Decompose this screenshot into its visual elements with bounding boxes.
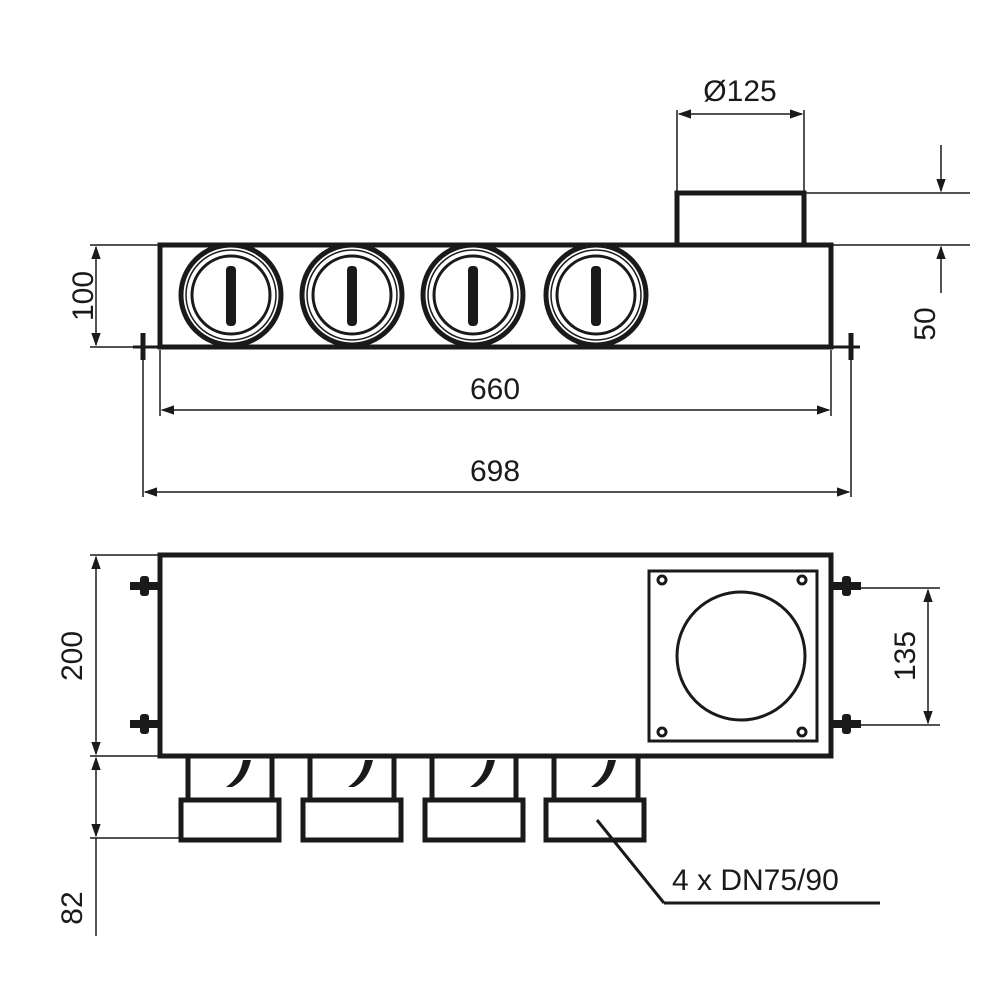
damper-blade-icon [591,266,601,326]
top-view-collar [674,190,807,245]
damper-blade-icon [226,266,236,326]
bracket-left-bottom [130,714,160,734]
dim-bottom-depth: 200 [56,554,188,757]
damper-lever-icon [591,760,616,787]
screw-hole-icon [656,574,668,586]
screw-hole-icon [796,726,808,738]
outlet-spigot-3 [422,756,526,843]
dim-label-660: 660 [470,373,520,406]
dim-label-200: 200 [56,631,89,681]
plan-view-box [157,552,834,759]
outlet-port-3 [420,242,526,348]
dim-inner-length: 660 [159,350,832,416]
damper-lever-icon [348,760,373,787]
outlet-port-1 [178,242,284,348]
callout-label: 4 x DN75/90 [672,864,839,897]
outlet-callout: 4 x DN75/90 [595,819,880,905]
outlet-spigot-2 [300,756,404,843]
damper-lever-icon [470,760,495,787]
bracket-right-top [831,576,861,596]
dim-label-50: 50 [909,307,942,340]
screw-hole-icon [656,726,668,738]
screw-hole-icon [796,574,808,586]
dim-bracket-spacing: 135 [861,587,940,726]
dim-spigot-length: 82 [56,756,181,936]
outlet-spigot-4 [543,756,647,843]
dim-collar-diameter: Ø125 [676,75,805,193]
inlet-flange-plate [647,569,819,743]
dim-collar-height: 50 [804,145,970,341]
dim-overall-length: 698 [142,360,852,497]
dim-label-135: 135 [889,631,922,681]
plan-view: 200 82 135 4 x DN75/90 [56,552,940,936]
damper-lever-icon [226,760,251,787]
dim-label-82: 82 [56,891,89,924]
top-view: Ø125 100 50 660 698 [67,75,970,497]
damper-blade-icon [468,266,478,326]
outlet-port-4 [543,242,649,348]
dim-label-698: 698 [470,455,520,488]
bracket-right-bottom [831,714,861,734]
dim-top-height: 100 [67,244,160,348]
dim-label-100: 100 [67,271,100,321]
outlet-spigot-1 [178,756,282,843]
outlet-port-2 [299,242,405,348]
inlet-opening [675,590,807,722]
dim-label-diameter: Ø125 [703,75,776,108]
bracket-left-top [130,576,160,596]
damper-blade-icon [347,266,357,326]
